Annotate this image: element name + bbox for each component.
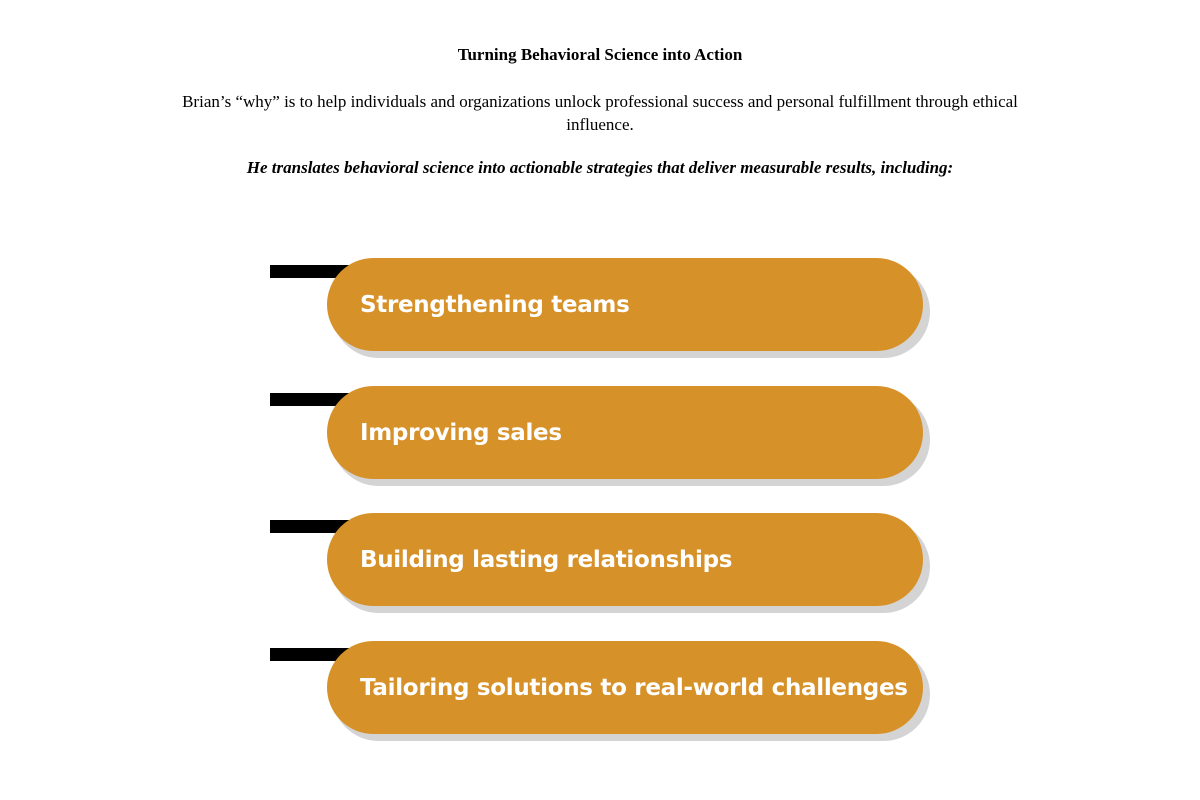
item-label: Improving sales	[360, 419, 562, 446]
result-item-building-relationships: Building lasting relationships	[270, 513, 930, 613]
item-label: Building lasting relationships	[360, 546, 733, 573]
item-pill: Building lasting relationships	[327, 513, 923, 606]
item-pill: Strengthening teams	[327, 258, 923, 351]
lead-statement: He translates behavioral science into ac…	[246, 158, 954, 177]
result-item-improving-sales: Improving sales	[270, 386, 930, 486]
result-item-tailoring-solutions: Tailoring solutions to real-world challe…	[270, 641, 930, 741]
item-pill: Improving sales	[327, 386, 923, 479]
item-label: Strengthening teams	[360, 291, 630, 318]
item-tab-marker	[270, 648, 350, 661]
intro-paragraph: Brian’s “why” is to help individuals and…	[182, 92, 1018, 134]
item-pill: Tailoring solutions to real-world challe…	[327, 641, 923, 734]
item-tab-marker	[270, 520, 350, 533]
item-label: Tailoring solutions to real-world challe…	[360, 674, 908, 701]
result-item-strengthening-teams: Strengthening teams	[270, 258, 930, 358]
page-title: Turning Behavioral Science into Action	[457, 45, 743, 64]
item-tab-marker	[270, 393, 350, 406]
item-tab-marker	[270, 265, 350, 278]
